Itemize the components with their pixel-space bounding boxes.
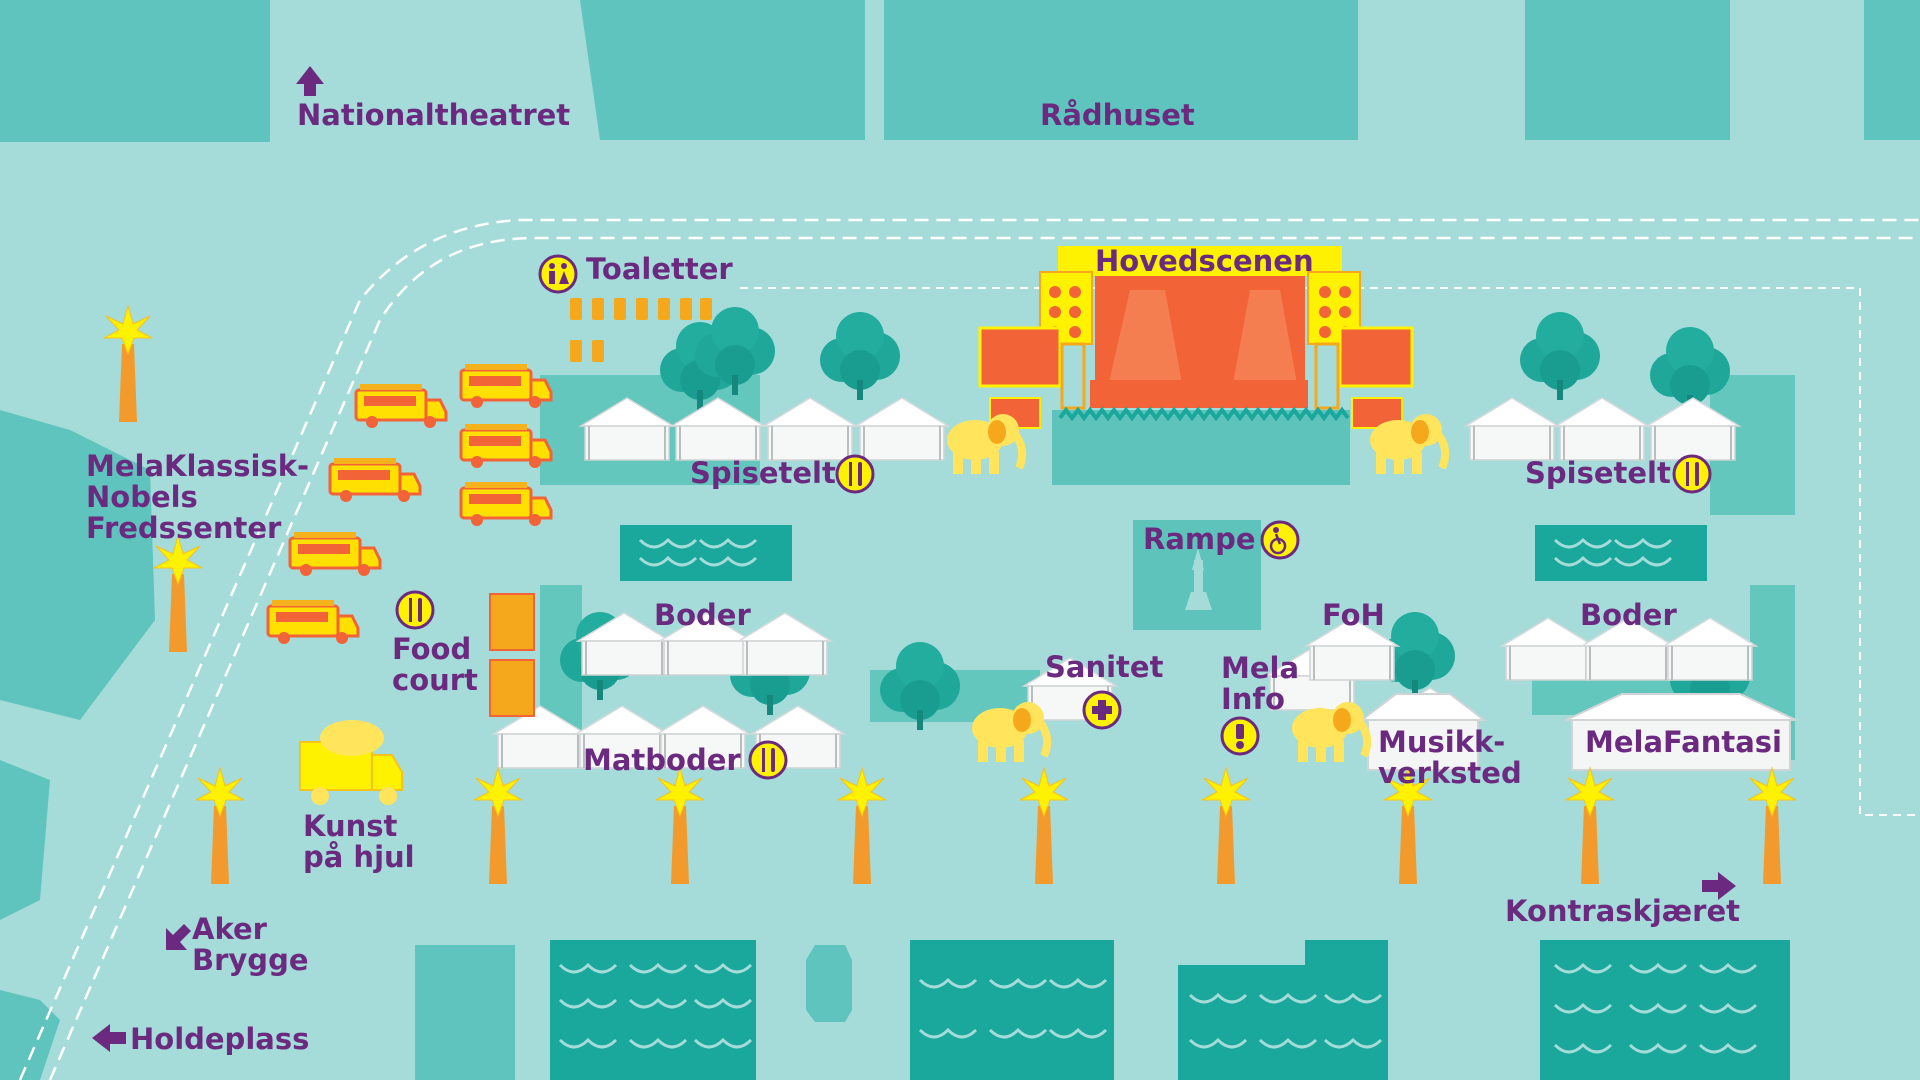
arrow-left-icon [92, 1024, 126, 1052]
restaurant-icon [395, 454, 1712, 780]
label-spisetelt-right: Spisetelt [1525, 456, 1671, 490]
tent-icon [493, 397, 1797, 771]
fountain-icon [1185, 548, 1212, 610]
label-spisetelt-left: Spisetelt [690, 456, 836, 490]
label-boder-left: Boder [654, 598, 751, 632]
toilet-block [570, 298, 712, 362]
label-matboder: Matboder [583, 743, 741, 777]
first-aid-icon [1082, 690, 1122, 730]
toilet-icon [538, 254, 578, 294]
label-kontraskjaeret: Kontraskjæret [1505, 894, 1740, 928]
art-truck [299, 720, 403, 805]
arrow-right-icon [1702, 872, 1736, 900]
label-holdeplass: Holdeplass [130, 1022, 310, 1056]
label-hovedscenen: Hovedscenen [1095, 244, 1314, 278]
label-boder-right: Boder [1580, 598, 1677, 632]
label-foh: FoH [1322, 598, 1385, 632]
label-aker-brygge: Aker Brygge [192, 912, 309, 977]
label-food-court: Food court [392, 632, 478, 697]
label-musikkverksted: Musikk- verksted [1378, 725, 1522, 790]
stage-icon [978, 246, 1414, 485]
label-mela-info: Mela Info [1221, 651, 1300, 716]
info-exclamation-icon [1220, 716, 1260, 756]
label-nationaltheatret: Nationaltheatret [297, 98, 571, 132]
label-toaletter: Toaletter [586, 252, 733, 286]
wheelchair-icon [1260, 520, 1300, 560]
label-kunst-pa-hjul: Kunst på hjul [303, 809, 415, 874]
label-rampe: Rampe [1143, 522, 1256, 556]
label-melafantasi: MelaFantasi [1585, 725, 1782, 759]
arrow-up-icon [296, 66, 324, 96]
arrow-down-left-icon [166, 924, 191, 950]
label-melaklassisk: MelaKlassisk- Nobels Fredssenter [86, 449, 310, 545]
label-radhuset: Rådhuset [1040, 98, 1195, 132]
label-sanitet: Sanitet [1045, 650, 1164, 684]
